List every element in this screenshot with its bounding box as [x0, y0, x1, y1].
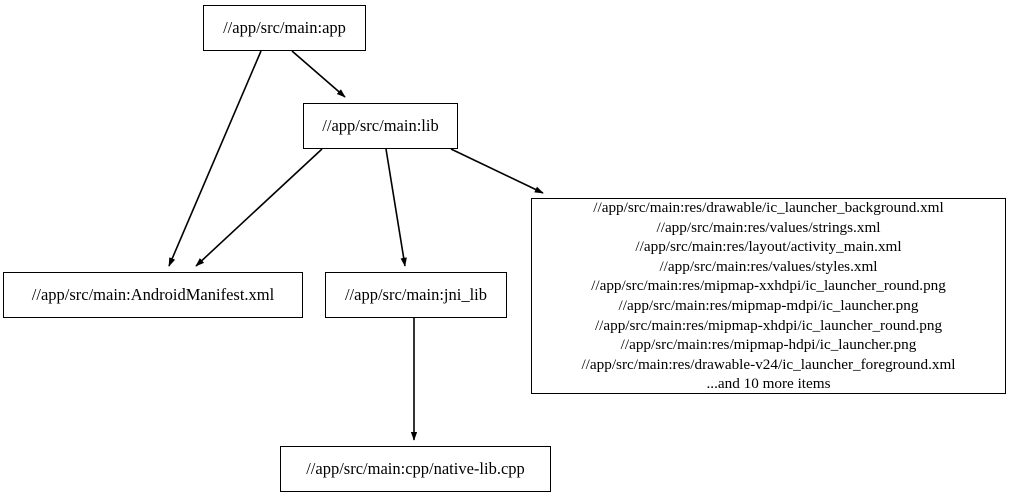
node-native-lib-label: //app/src/main:cpp/native-lib.cpp [306, 458, 525, 478]
edge-lib-to-jni-lib [385, 148, 407, 267]
node-android-manifest[interactable]: //app/src/main:AndroidManifest.xml [3, 272, 303, 318]
edge-lib-to-manifest [195, 148, 323, 267]
node-res-group[interactable]: //app/src/main:res/drawable/ic_launcher_… [531, 198, 1006, 394]
edge-app-to-lib [291, 50, 346, 98]
node-res-group-label: //app/src/main:res/drawable/ic_launcher_… [581, 199, 956, 393]
edge-lib-to-res-group [450, 148, 544, 194]
node-app-label: //app/src/main:app [223, 17, 346, 37]
node-android-manifest-label: //app/src/main:AndroidManifest.xml [31, 284, 275, 304]
node-jni-lib[interactable]: //app/src/main:jni_lib [325, 272, 507, 318]
node-lib[interactable]: //app/src/main:lib [303, 103, 458, 149]
node-jni-lib-label: //app/src/main:jni_lib [344, 284, 488, 304]
node-native-lib[interactable]: //app/src/main:cpp/native-lib.cpp [280, 446, 551, 492]
edge-app-to-manifest [168, 50, 262, 267]
node-app[interactable]: //app/src/main:app [203, 5, 366, 51]
node-lib-label: //app/src/main:lib [322, 115, 439, 135]
